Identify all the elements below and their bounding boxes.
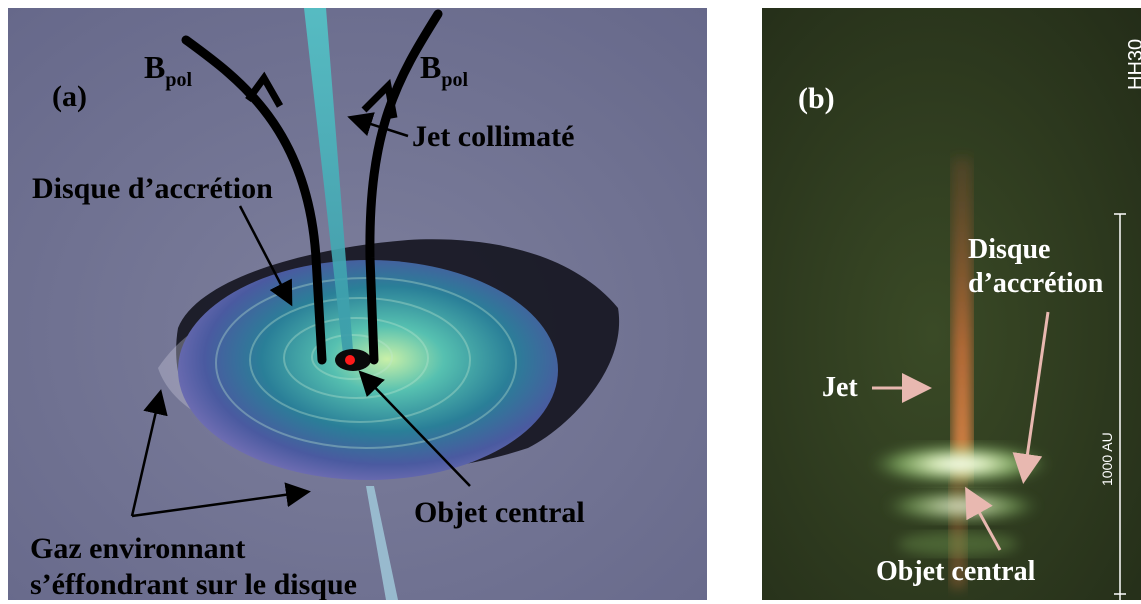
- disk-label: Disque d’accrétion: [32, 172, 273, 205]
- jet-label-b: Jet: [822, 372, 858, 403]
- object-name-label: HH30: [1125, 39, 1141, 90]
- panel-a-illustration: (a) Bpol Bpol Jet collimaté Disque d’acc…: [8, 8, 707, 600]
- disk-label-b-line2: d’accrétion: [968, 268, 1104, 299]
- field-arrow-right: [361, 78, 398, 119]
- panel-a-annotation-arrows: [130, 112, 471, 518]
- hh30-disk-upper: [870, 444, 1050, 484]
- disk-pointer-arrow: [238, 205, 293, 307]
- hh30-jet: [952, 158, 972, 478]
- gas-label-line2: s’éffondrant sur le disque: [30, 568, 357, 600]
- field-line-left: [181, 35, 327, 365]
- panel-a-svg: (a) Bpol Bpol Jet collimaté Disque d’acc…: [8, 8, 707, 600]
- jet-label: Jet collimaté: [412, 120, 574, 153]
- disk-pointer-arrow-b: [1012, 311, 1050, 484]
- panel-b-photo: 1000 AU HH30 (b) Disque d’accrétion Jet …: [762, 8, 1141, 600]
- field-line-right: [365, 9, 443, 365]
- disk-swirls: [215, 277, 517, 449]
- counter-jet: [366, 486, 398, 600]
- central-object: [345, 355, 355, 365]
- panel-a-label: (a): [52, 80, 87, 113]
- accretion-disk: [178, 260, 558, 480]
- hh30-disk-lower: [884, 490, 1040, 522]
- hh30-diffuse-glow: [898, 532, 1018, 556]
- b-pol-right-label: Bpol: [420, 49, 468, 91]
- collimated-jet: [304, 8, 354, 363]
- central-object-label-b: Objet central: [876, 556, 1036, 587]
- scale-bar-label: 1000 AU: [1099, 432, 1115, 486]
- central-pointer-arrow-b: [965, 486, 1002, 551]
- field-arrow-left: [245, 71, 284, 108]
- panel-b-annotation-arrows: [872, 311, 1050, 551]
- b-pol-left-label: Bpol: [144, 49, 192, 91]
- panel-b-svg: 1000 AU HH30 (b) Disque d’accrétion Jet …: [762, 8, 1141, 600]
- gas-label-line1: Gaz environnant: [30, 532, 245, 565]
- panel-b-label: (b): [798, 82, 835, 115]
- central-pointer-arrow: [358, 370, 471, 487]
- central-object-label: Objet central: [414, 496, 585, 529]
- jet-pointer-arrow: [347, 112, 409, 138]
- disk-label-b-line1: Disque: [968, 234, 1050, 265]
- gas-pointer-arrow-1: [130, 389, 168, 517]
- gas-pointer-arrow-2: [131, 482, 311, 518]
- scale-bar: [1114, 213, 1126, 600]
